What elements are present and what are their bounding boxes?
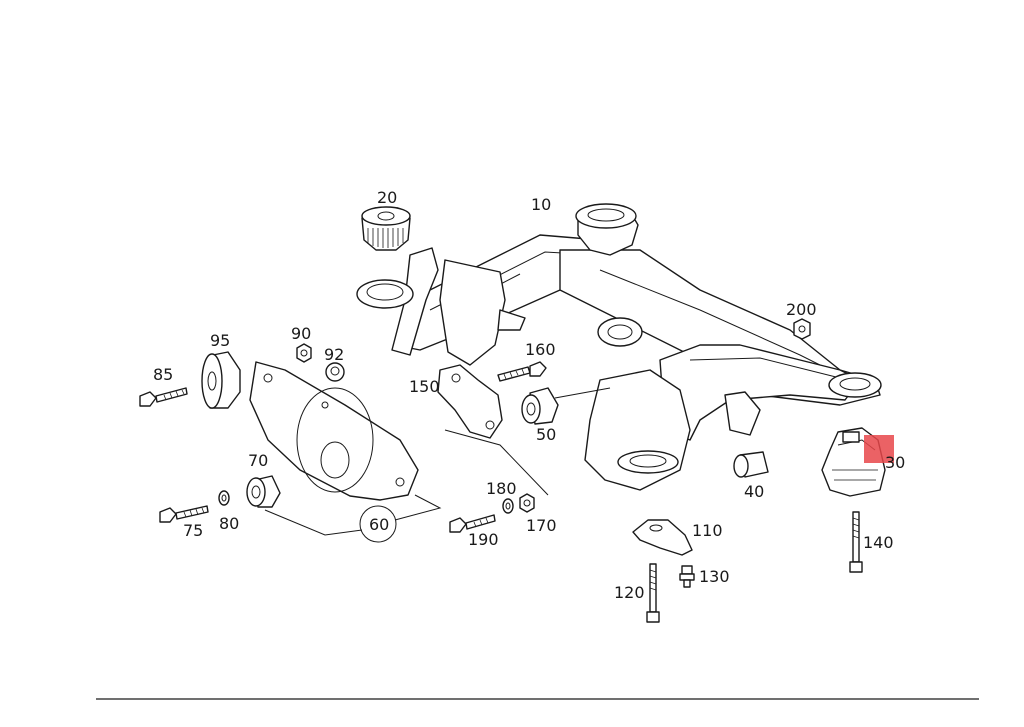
callout-75: 75 xyxy=(183,521,203,540)
callout-140: 140 xyxy=(863,533,894,552)
part-150-bracket[interactable] xyxy=(437,364,549,496)
callout-170: 170 xyxy=(526,516,557,535)
callout-180: 180 xyxy=(486,479,517,498)
part-20-bushing[interactable] xyxy=(361,206,411,251)
part-160-bolt[interactable] xyxy=(497,361,547,382)
highlight-marker xyxy=(864,435,894,463)
callout-92: 92 xyxy=(324,345,344,364)
callout-95: 95 xyxy=(210,331,230,350)
callout-90: 90 xyxy=(291,324,311,343)
part-80-washer[interactable] xyxy=(218,490,230,506)
callout-40: 40 xyxy=(744,482,764,501)
part-30-mount[interactable] xyxy=(821,427,894,497)
callout-20: 20 xyxy=(377,188,397,207)
callout-85: 85 xyxy=(153,365,173,384)
callout-190: 190 xyxy=(468,530,499,549)
callout-70: 70 xyxy=(248,451,268,470)
callout-50: 50 xyxy=(536,425,556,444)
callout-80: 80 xyxy=(219,514,239,533)
part-10-subframe[interactable] xyxy=(356,203,882,491)
part-90-nut[interactable] xyxy=(296,343,312,363)
part-85-bolt[interactable] xyxy=(139,387,188,407)
part-130-bolt[interactable] xyxy=(679,565,695,588)
part-95-damper[interactable] xyxy=(201,351,241,409)
part-70-bushing[interactable] xyxy=(246,475,281,508)
part-170-nut[interactable] xyxy=(519,493,535,513)
callout-labels: 10 20 30 40 50 60 70 75 80 85 90 92 95 1… xyxy=(153,188,905,602)
part-140-bolt[interactable] xyxy=(849,511,863,573)
part-75-bolt[interactable] xyxy=(159,505,209,523)
part-190-bolt[interactable] xyxy=(449,514,496,533)
callout-10: 10 xyxy=(531,195,551,214)
callout-130: 130 xyxy=(699,567,730,586)
part-50-bushing[interactable] xyxy=(521,387,559,425)
callout-60: 60 xyxy=(369,515,389,534)
callout-120: 120 xyxy=(614,583,645,602)
part-40-bushing[interactable] xyxy=(733,451,769,478)
callout-160: 160 xyxy=(525,340,556,359)
callout-30: 30 xyxy=(885,453,905,472)
part-120-bolt[interactable] xyxy=(646,563,660,623)
part-110-bracket[interactable] xyxy=(632,519,693,556)
part-200-nut[interactable] xyxy=(793,318,811,340)
part-180-washer[interactable] xyxy=(502,498,514,514)
callout-110: 110 xyxy=(692,521,723,540)
leader-50 xyxy=(554,387,611,399)
support-plate[interactable] xyxy=(249,361,419,501)
part-60-kit[interactable] xyxy=(264,494,442,543)
callout-150: 150 xyxy=(409,377,440,396)
part-92-bushing[interactable] xyxy=(325,362,345,382)
callout-200: 200 xyxy=(786,300,817,319)
